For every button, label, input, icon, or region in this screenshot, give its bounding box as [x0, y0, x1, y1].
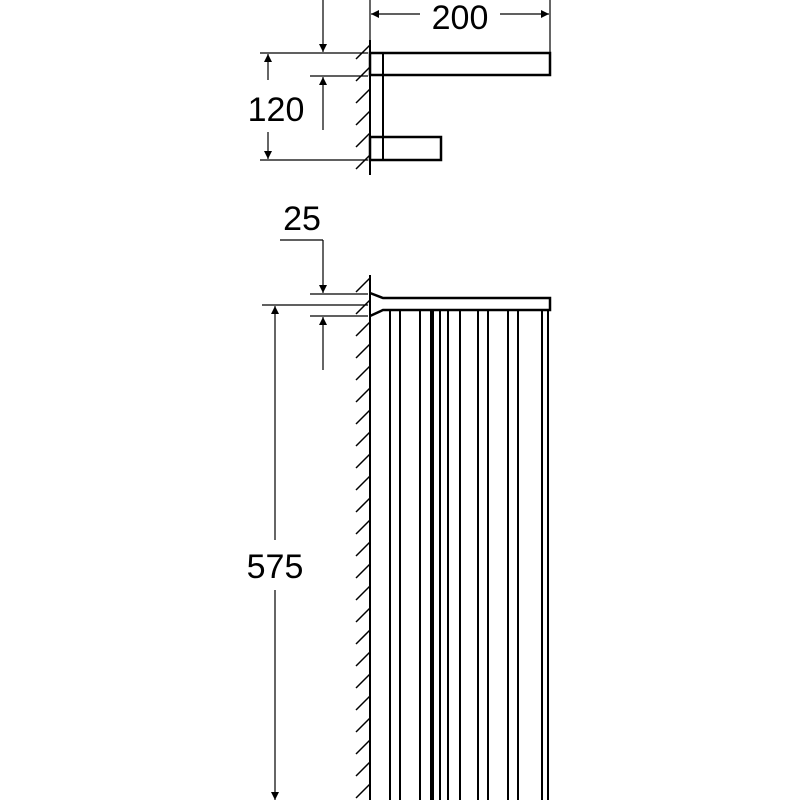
hatch-line — [355, 387, 371, 403]
hatch-line — [355, 365, 371, 381]
hatch-line — [355, 585, 371, 601]
side-view — [262, 239, 552, 800]
hatch-line — [355, 409, 371, 425]
hatch-line — [355, 607, 371, 623]
offset-dimension-label: 25 — [283, 200, 321, 238]
lower-bar — [368, 135, 443, 162]
hatch-line — [355, 563, 371, 579]
hatch-line — [355, 88, 371, 104]
hatch-line — [355, 44, 371, 60]
hatch-line — [355, 321, 371, 337]
hatch-line — [355, 66, 371, 82]
hatch-line — [355, 475, 371, 491]
hatch-line — [355, 519, 371, 535]
wall-hatching — [355, 44, 371, 170]
hatch-line — [355, 154, 371, 170]
hatch-line — [355, 783, 371, 799]
hatch-line — [355, 277, 371, 293]
hatch-line — [355, 761, 371, 777]
wall-hatching — [355, 277, 371, 799]
upper-shelf — [368, 51, 552, 77]
hatch-line — [355, 343, 371, 359]
width-dimension-label: 200 — [432, 0, 489, 37]
hatch-line — [355, 717, 371, 733]
hanging-bars — [389, 310, 549, 800]
rack-top-bar — [369, 291, 552, 318]
hatch-line — [355, 739, 371, 755]
hatch-line — [355, 651, 371, 667]
hatch-line — [355, 299, 371, 315]
hatch-line — [355, 431, 371, 447]
hatch-line — [355, 629, 371, 645]
hatch-line — [355, 541, 371, 557]
hatch-line — [355, 695, 371, 711]
hatch-line — [355, 132, 371, 148]
hatch-line — [355, 453, 371, 469]
hatch-line — [355, 673, 371, 689]
height-dimension-label: 575 — [247, 548, 304, 586]
hatch-line — [355, 110, 371, 126]
top-view — [260, 0, 552, 175]
wall-bracket — [369, 52, 384, 161]
height-dimension-label: 120 — [248, 91, 305, 129]
hatch-line — [355, 497, 371, 513]
